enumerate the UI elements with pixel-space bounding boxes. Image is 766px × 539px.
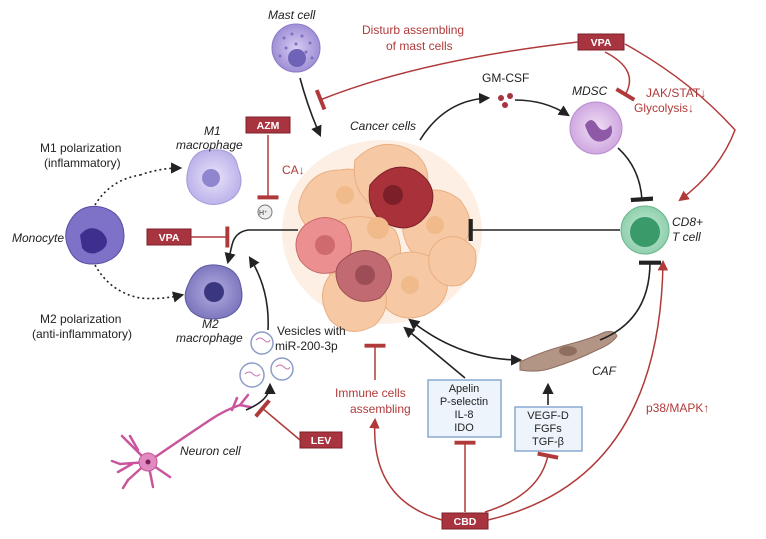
drug-vpa-left: VPA [146, 228, 192, 246]
vesicles-to-m2-arrow [248, 256, 269, 331]
cancer-to-m2-arrow [224, 229, 298, 265]
cbd-to-immune [369, 417, 443, 521]
cancer-factor-item: Apelin [449, 383, 480, 395]
glycolysis-label: Glycolysis↓ [634, 101, 694, 115]
drug-azm: AZM [245, 116, 291, 134]
cancer-factor-item: IL-8 [455, 409, 474, 421]
caf-label: CAF [592, 364, 617, 378]
monocyte-label: Monocyte [12, 231, 64, 245]
svg-text:VPA: VPA [159, 232, 180, 244]
disturb-label-line2: of mast cells [386, 39, 453, 53]
caf-factor-item: FGFs [534, 423, 562, 435]
vesicles-line2: miR-200-3p [275, 339, 338, 353]
svg-text:AZM: AZM [257, 120, 280, 132]
mast-cell-label: Mast cell [268, 8, 316, 22]
cancer-to-gmcsf-arrow [419, 92, 491, 141]
gm-csf-label: GM-CSF [482, 71, 529, 85]
lev-inhibits-neuron [254, 399, 301, 441]
mast-cell [271, 23, 321, 73]
m1-polarization-line1: M1 polarization [40, 141, 121, 155]
cancer-cells-label: Cancer cells [350, 119, 416, 133]
jak-stat-label: JAK/STAT↓ [646, 86, 706, 100]
cd8-line2: T cell [672, 230, 701, 244]
immune-label-line1: Immune cells [335, 386, 406, 400]
caf-factor-item: VEGF-D [527, 410, 569, 422]
mdsc-inhibits-tcell [617, 147, 654, 203]
disturb-label-line1: Disturb assembling [362, 23, 464, 37]
gm-csf-dots [498, 93, 513, 108]
m2-label-line2: macrophage [176, 331, 243, 345]
m1-macrophage [186, 149, 242, 205]
m2-polarization-line1: M2 polarization [40, 312, 121, 326]
drug-lev: LEV [299, 431, 343, 449]
h-plus-ion [257, 204, 273, 220]
svg-text:LEV: LEV [311, 435, 331, 447]
red-connectors [191, 41, 736, 521]
factors-to-cancer-arrow [403, 326, 466, 379]
vpa-activates-tcell [624, 43, 736, 202]
cbd-activates-tcell [487, 259, 669, 521]
caf-factor-box: VEGF-D FGFs TGF-β [514, 406, 583, 452]
mast-to-cancer-arrow [299, 77, 322, 138]
svg-text:CBD: CBD [454, 516, 477, 528]
ca-down-label: CA↓ [282, 163, 305, 177]
mdsc-cell [569, 101, 623, 155]
vpa-inhibits-mdsc [604, 51, 636, 102]
cd8-line1: CD8+ [672, 215, 703, 229]
m1-polarization-line2: (inflammatory) [44, 156, 121, 170]
vesicles [239, 331, 294, 388]
m2-polarization-line2: (anti-inflammatory) [32, 327, 132, 341]
caf-cancer-arrow [408, 318, 523, 366]
monocyte-to-m1 [139, 162, 183, 176]
cancer-cell-cluster [282, 140, 482, 332]
black-connectors [94, 77, 662, 411]
m2-macrophage [184, 264, 243, 320]
gmcsf-to-mdsc-arrow [514, 99, 570, 117]
cancer-factor-box: Apelin P-selectin IL-8 IDO [427, 379, 502, 438]
drug-vpa-top: VPA [577, 33, 625, 51]
caf-factor-item: TGF-β [532, 436, 564, 448]
caf-cell [519, 331, 618, 372]
neuron-cell [110, 393, 252, 490]
neuron-nucleus [145, 459, 151, 465]
cancer-factor-item: P-selectin [440, 396, 488, 408]
mirna-strands [244, 337, 291, 377]
immune-label-line2: assembling [350, 402, 411, 416]
m2-label-line1: M2 [202, 317, 219, 331]
monocyte-to-m2 [94, 264, 185, 303]
neuron-to-vesicles-arrow [245, 382, 276, 411]
svg-text:VPA: VPA [591, 37, 612, 49]
mdsc-label: MDSC [572, 84, 608, 98]
h-plus-label: H⁺ [259, 210, 268, 217]
vpa-inhibits-mast [314, 41, 579, 111]
drug-cbd: CBD [441, 512, 489, 530]
m1-label-line1: M1 [204, 124, 221, 138]
p38-label: p38/MAPK↑ [646, 401, 709, 415]
monocyte-to-m1-start [94, 174, 141, 206]
cbd-inhibits-caf-factors [484, 451, 559, 513]
monocyte-cell [65, 205, 125, 265]
m1-label-line2: macrophage [176, 138, 243, 152]
caf-inhibits-tcell [599, 260, 662, 341]
cd8-t-cell [620, 205, 670, 255]
vesicles-line1: Vesicles with [277, 324, 346, 338]
neuron-label: Neuron cell [180, 444, 241, 458]
cancer-factor-item: IDO [454, 422, 474, 434]
